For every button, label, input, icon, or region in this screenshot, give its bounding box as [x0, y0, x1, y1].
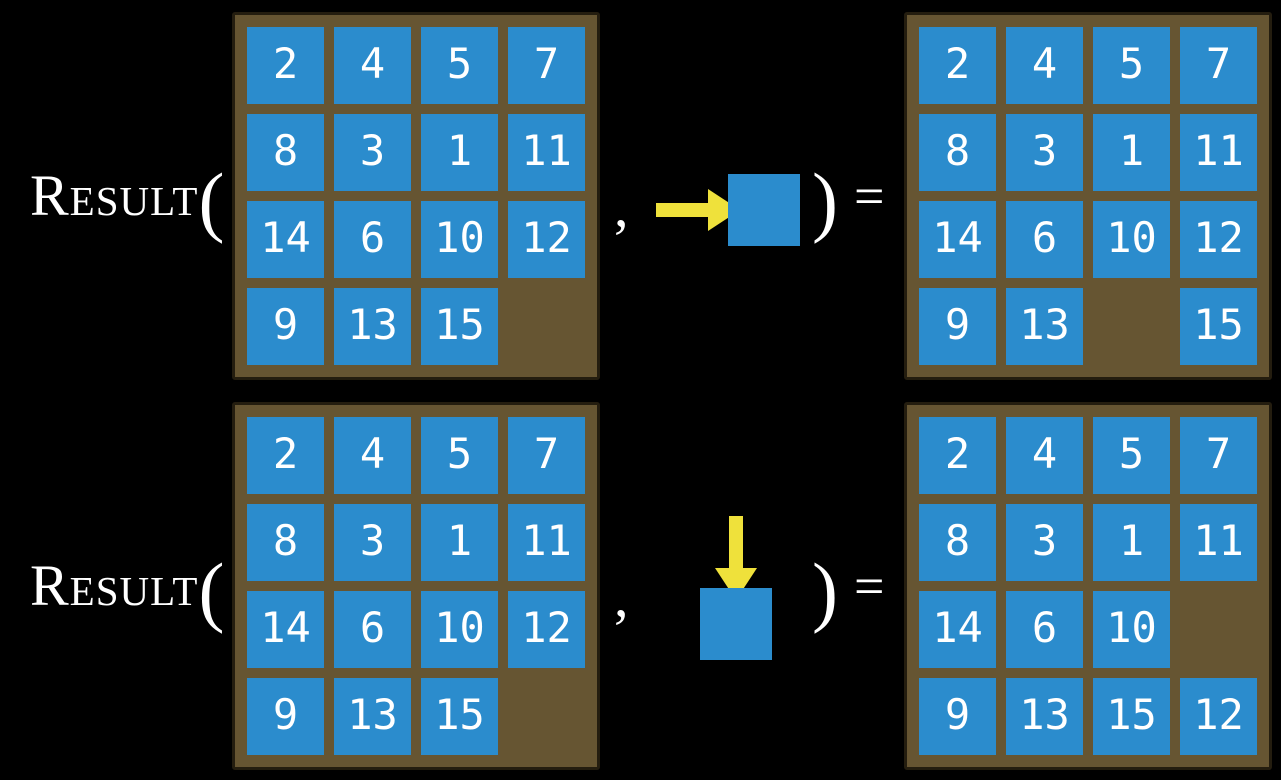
equation-middle: , ) =	[600, 12, 904, 380]
blank-space	[1093, 288, 1170, 365]
puzzle-tile-10: 10	[421, 201, 498, 278]
function-name: Result	[30, 163, 199, 228]
puzzle-tile-2: 2	[247, 27, 324, 104]
puzzle-tile-8: 8	[247, 504, 324, 581]
puzzle-tile-5: 5	[421, 27, 498, 104]
puzzle-tile-6: 6	[334, 201, 411, 278]
puzzle-tile-9: 9	[247, 678, 324, 755]
puzzle-tile-12: 12	[508, 201, 585, 278]
puzzle-tile-6: 6	[334, 591, 411, 668]
tile-square-icon	[700, 588, 772, 660]
puzzle-tile-12: 12	[508, 591, 585, 668]
puzzle-tile-15: 15	[421, 678, 498, 755]
puzzle-tile-1: 1	[421, 504, 498, 581]
puzzle-tile-11: 11	[508, 114, 585, 191]
puzzle-tile-4: 4	[334, 417, 411, 494]
puzzle-tile-3: 3	[334, 114, 411, 191]
puzzle-tile-1: 1	[1093, 114, 1170, 191]
puzzle-tile-7: 7	[1180, 417, 1257, 494]
function-name: Result	[30, 553, 199, 618]
puzzle-tile-10: 10	[1093, 591, 1170, 668]
puzzle-tile-10: 10	[1093, 201, 1170, 278]
puzzle-tile-2: 2	[919, 417, 996, 494]
close-paren-equals: ) =	[812, 402, 884, 770]
puzzle-tile-11: 11	[1180, 114, 1257, 191]
tile-square-icon	[728, 174, 800, 246]
result-function-label: Result(	[0, 402, 232, 770]
puzzle-tile-14: 14	[919, 201, 996, 278]
puzzle-tile-14: 14	[247, 201, 324, 278]
puzzle-tile-2: 2	[919, 27, 996, 104]
puzzle-tile-14: 14	[919, 591, 996, 668]
puzzle-tile-15: 15	[421, 288, 498, 365]
move-action-down	[700, 404, 772, 772]
puzzle-tile-13: 13	[334, 288, 411, 365]
puzzle-tile-9: 9	[919, 288, 996, 365]
puzzle-tile-15: 15	[1180, 288, 1257, 365]
open-paren-icon: (	[198, 547, 225, 634]
equation-middle: , ) =	[600, 402, 904, 770]
open-paren-icon: (	[198, 157, 225, 244]
down-arrow-icon	[715, 516, 757, 600]
puzzle-tile-9: 9	[919, 678, 996, 755]
puzzle-tile-7: 7	[1180, 27, 1257, 104]
puzzle-tile-13: 13	[1006, 288, 1083, 365]
puzzle-tile-4: 4	[1006, 27, 1083, 104]
puzzle-tile-11: 11	[1180, 504, 1257, 581]
puzzle-tile-1: 1	[1093, 504, 1170, 581]
comma-separator: ,	[614, 563, 629, 629]
puzzle-tile-7: 7	[508, 417, 585, 494]
puzzle-tile-1: 1	[421, 114, 498, 191]
blank-space	[1180, 591, 1257, 668]
puzzle-tile-5: 5	[421, 417, 498, 494]
right-arrow-icon	[656, 189, 740, 231]
puzzle-tile-3: 3	[334, 504, 411, 581]
puzzle-tile-13: 13	[1006, 678, 1083, 755]
puzzle-tile-7: 7	[508, 27, 585, 104]
equals-sign: =	[853, 556, 885, 616]
blank-space	[508, 678, 585, 755]
puzzle-tile-15: 15	[1093, 678, 1170, 755]
equals-sign: =	[853, 166, 885, 226]
close-paren-icon: )	[812, 157, 838, 244]
result-function-label: Result(	[0, 12, 232, 380]
move-action-right	[656, 26, 800, 394]
puzzle-tile-12: 12	[1180, 201, 1257, 278]
puzzle-tile-12: 12	[1180, 678, 1257, 755]
puzzle-tile-5: 5	[1093, 417, 1170, 494]
puzzle-tile-8: 8	[919, 504, 996, 581]
puzzle-tile-6: 6	[1006, 591, 1083, 668]
blank-space	[508, 288, 585, 365]
puzzle-tile-6: 6	[1006, 201, 1083, 278]
comma-separator: ,	[614, 173, 629, 239]
puzzle-tile-14: 14	[247, 591, 324, 668]
puzzle-tile-2: 2	[247, 417, 324, 494]
puzzle-tile-3: 3	[1006, 114, 1083, 191]
puzzle-tile-11: 11	[508, 504, 585, 581]
puzzle-tile-10: 10	[421, 591, 498, 668]
puzzle-tile-9: 9	[247, 288, 324, 365]
puzzle-tile-13: 13	[334, 678, 411, 755]
puzzle-tile-8: 8	[247, 114, 324, 191]
puzzle-tile-5: 5	[1093, 27, 1170, 104]
puzzle-tile-8: 8	[919, 114, 996, 191]
close-paren-equals: ) =	[812, 12, 884, 380]
puzzle-tile-3: 3	[1006, 504, 1083, 581]
close-paren-icon: )	[812, 547, 838, 634]
puzzle-tile-4: 4	[334, 27, 411, 104]
puzzle-tile-4: 4	[1006, 417, 1083, 494]
